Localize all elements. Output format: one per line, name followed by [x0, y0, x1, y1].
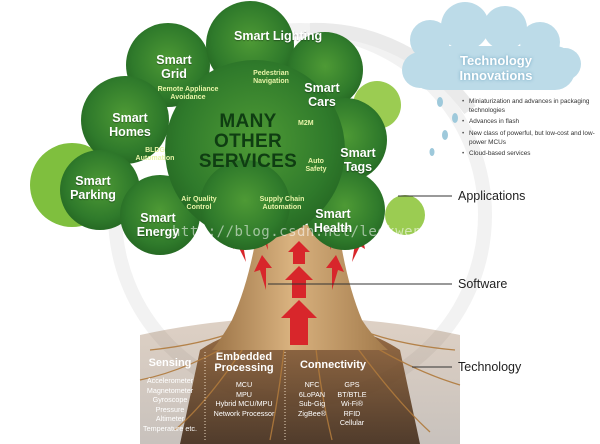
sensing-item: Altimeter	[155, 414, 185, 423]
innovation-item: Cloud-based services	[462, 150, 597, 159]
service-label: Pedestrian Navigation	[253, 70, 289, 85]
connectivity-item: 6LoPAN	[298, 389, 326, 399]
app-label: Smart Tags	[340, 146, 376, 174]
connectivity-item: BT/BTLE	[337, 389, 367, 399]
cloud-graphic	[402, 2, 581, 90]
connectivity-list-left: NFC 6LoPAN Sub-Gig ZigBee®	[294, 380, 330, 418]
connectivity-item: Cellular	[339, 418, 365, 427]
embedded-item: Network Processor	[213, 408, 275, 418]
innovations-title: Technology Innovations	[459, 53, 533, 83]
app-label: Smart Parking	[70, 174, 116, 202]
app-label: Smart Lighting	[234, 29, 323, 43]
sensing-title: Sensing	[148, 357, 192, 369]
sensing-item: Gyroscope	[152, 395, 188, 404]
connectivity-item: Sub-Gig	[298, 399, 326, 408]
connectivity-item: GPS	[344, 380, 360, 389]
service-label: Air Quality Control	[181, 196, 217, 211]
sensing-item: Accelerometer	[146, 376, 194, 385]
service-label: Supply Chain Automation	[259, 196, 305, 211]
embedded-item: Hybrid MCU/MPU	[215, 399, 273, 408]
sensing-item: Magnetometer	[146, 385, 194, 395]
sensing-item: Pressure	[155, 404, 185, 414]
connectivity-title: Connectivity	[299, 359, 366, 371]
layer-label-software: Software	[458, 277, 508, 291]
innovation-item: Miniaturization and advances in packagin…	[462, 98, 597, 115]
service-label: Remote Appliance Avoidance	[157, 86, 219, 101]
app-label: Smart Grid	[156, 53, 192, 81]
connectivity-item: ZigBee®	[297, 408, 327, 418]
sensing-list: Accelerometer Magnetometer Gyroscope Pre…	[130, 376, 210, 433]
app-label: Smart Cars	[304, 81, 340, 109]
tree-canopy	[30, 1, 425, 255]
embedded-item: MCU	[235, 380, 253, 389]
rain-drops	[429, 97, 458, 156]
watermark-url: http://blog.csdn.net/leekwen	[172, 224, 423, 240]
layer-label-technology: Technology	[458, 360, 522, 374]
sensing-item: Temperature etc.	[143, 423, 197, 433]
embedded-item: MPU	[236, 389, 252, 399]
layer-connector-lines	[268, 195, 452, 368]
layer-label-applications: Applications	[458, 189, 526, 203]
connectivity-list-right: GPS BT/BTLE Wi-Fi® RFID Cellular	[330, 380, 374, 428]
connectivity-item: Wi-Fi®	[340, 399, 364, 408]
innovations-list: Miniaturization and advances in packagin…	[462, 98, 597, 162]
innovation-item: New class of powerful, but low-cost and …	[462, 130, 597, 147]
app-label: Smart Homes	[109, 111, 151, 139]
service-label: M2M	[298, 120, 314, 127]
embedded-processing-title: Embedded Processing	[214, 351, 274, 374]
connectivity-item: NFC	[304, 380, 320, 389]
app-label: Smart Energy	[136, 211, 180, 239]
connectivity-item: RFID	[343, 408, 361, 418]
embedded-list: MCU MPU Hybrid MCU/MPU Network Processor	[204, 380, 284, 418]
service-label: BLDG Automation	[135, 147, 175, 162]
service-label: Auto Safety	[305, 158, 327, 173]
many-other-services-text: MANY OTHER SERVICES	[198, 111, 298, 172]
app-label: Smart Health	[313, 207, 353, 235]
innovation-item: Advances in flash	[462, 118, 597, 127]
